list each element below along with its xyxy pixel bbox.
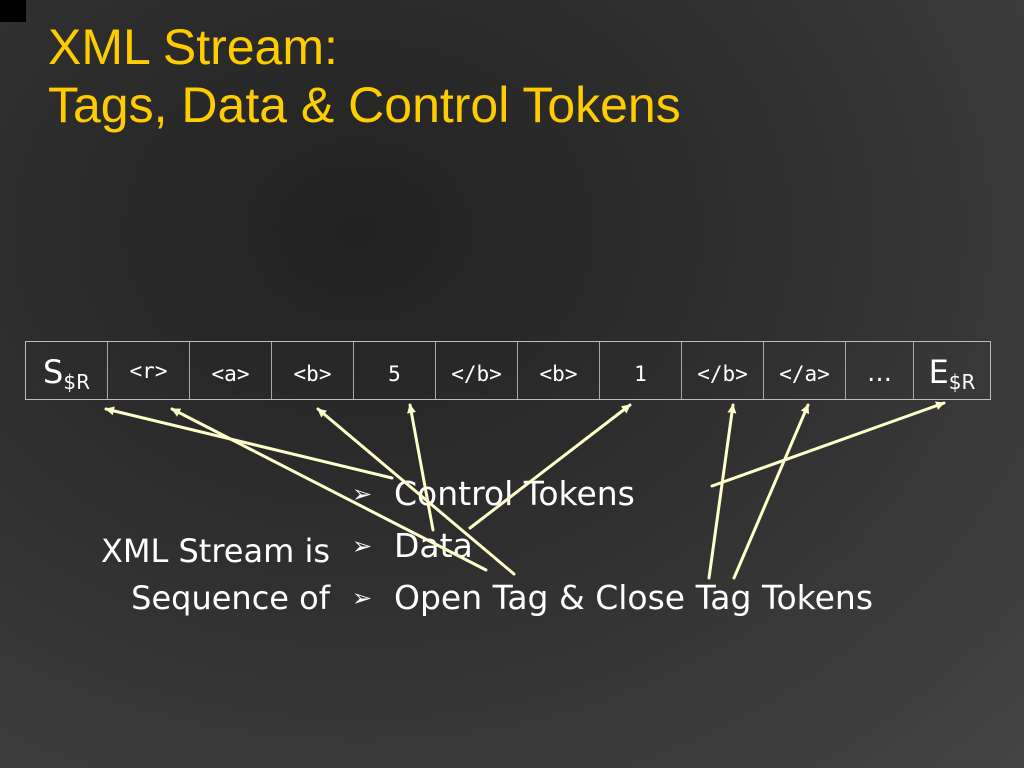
bullet-label: Control Tokens bbox=[394, 474, 635, 513]
token-stream: S$R <r> <a> <b> 5 </b> <b> 1 </b> </a> …… bbox=[25, 341, 991, 400]
stream-cell-label: <b> bbox=[293, 362, 332, 386]
stream-cell-close-a: </a> bbox=[764, 342, 846, 399]
arrowhead-bullet-icon: ➢ bbox=[352, 480, 373, 508]
start-token-symbol: S bbox=[43, 353, 64, 391]
end-token-subscript: $R bbox=[948, 370, 976, 394]
stream-cell-open-b: <b> bbox=[272, 342, 354, 399]
stream-cell-end: E$R bbox=[914, 342, 990, 399]
stream-cell-label: <r> bbox=[129, 359, 168, 383]
start-token-subscript: $R bbox=[63, 370, 90, 394]
stream-cell-label: </b> bbox=[697, 362, 748, 386]
stream-cell-label: 1 bbox=[634, 362, 647, 386]
stream-caption-line-2: Sequence of bbox=[131, 579, 330, 617]
bullet-tag-tokens: ➢ Open Tag & Close Tag Tokens bbox=[352, 572, 873, 624]
bullet-control-tokens: ➢ Control Tokens bbox=[352, 468, 873, 520]
stream-cell-label: </a> bbox=[779, 362, 830, 386]
stream-cell-open-b-2: <b> bbox=[518, 342, 600, 399]
arrowhead-bullet-icon: ➢ bbox=[352, 532, 373, 560]
stream-cell-data-1: 1 bbox=[600, 342, 682, 399]
stream-cell-open-a: <a> bbox=[190, 342, 272, 399]
token-type-list: ➢ Control Tokens ➢ Data ➢ Open Tag & Close … bbox=[352, 468, 873, 624]
stream-cell-ellipsis: … bbox=[846, 342, 914, 399]
stream-cell-label: … bbox=[867, 358, 892, 387]
arrowhead-bullet-icon: ➢ bbox=[352, 584, 373, 612]
bullet-data: ➢ Data bbox=[352, 520, 873, 572]
stream-cell-close-b: </b> bbox=[436, 342, 518, 399]
stream-cell-label: <a> bbox=[211, 362, 250, 386]
slide-title: XML Stream: Tags, Data & Control Tokens bbox=[48, 18, 681, 134]
stream-cell-start: S$R bbox=[26, 342, 108, 399]
stream-cell-label: 5 bbox=[388, 362, 401, 386]
corner-mark bbox=[0, 0, 26, 22]
stream-cell-open-r: <r> bbox=[108, 342, 190, 399]
stream-cell-label: <b> bbox=[539, 362, 578, 386]
stream-cell-close-b-2: </b> bbox=[682, 342, 764, 399]
stream-caption: XML Stream is Sequence of bbox=[101, 528, 330, 622]
slide-title-line-1: XML Stream: bbox=[48, 19, 338, 75]
bullet-label: Open Tag & Close Tag Tokens bbox=[394, 578, 874, 617]
bullet-label: Data bbox=[394, 526, 473, 565]
pointer-control-to-start bbox=[104, 406, 394, 480]
slide-title-line-2: Tags, Data & Control Tokens bbox=[48, 77, 681, 133]
stream-cell-label: </b> bbox=[451, 362, 502, 386]
stream-cell-data-5: 5 bbox=[354, 342, 436, 399]
stream-caption-line-1: XML Stream is bbox=[100, 532, 330, 570]
end-token-symbol: E bbox=[928, 353, 949, 391]
